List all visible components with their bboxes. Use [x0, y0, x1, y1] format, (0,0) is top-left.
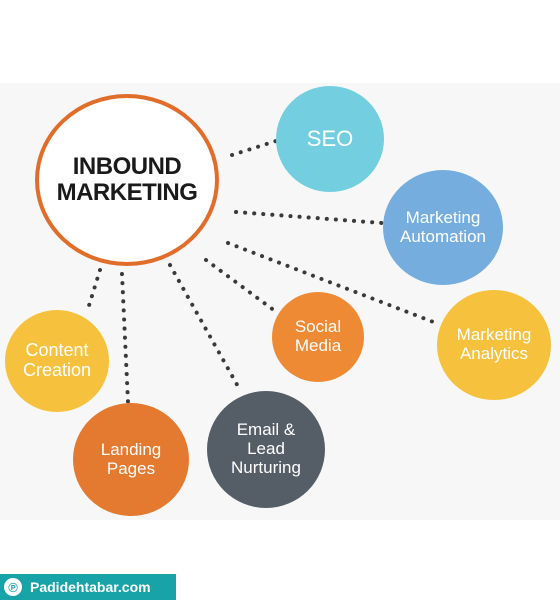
- p-logo-icon: ℗: [4, 578, 22, 596]
- node-landing-pages: Landing Pages: [73, 403, 189, 516]
- node-seo-label: SEO: [306, 125, 354, 151]
- node-landing-pages-label: Landing Pages: [100, 439, 162, 478]
- watermark-text: Padidehtabar.com: [30, 579, 151, 595]
- hub-inbound-marketing: INBOUND MARKETING: [35, 94, 219, 266]
- hub-label: INBOUND MARKETING: [56, 152, 198, 206]
- connector-content: [85, 268, 102, 314]
- node-email-lead-nurturing: Email & Lead Nurturing: [207, 391, 325, 508]
- connector-seo: [230, 139, 278, 157]
- connector-email: [168, 263, 242, 392]
- node-content-creation: Content Creation: [5, 310, 109, 412]
- node-marketing-automation-label: Marketing Automation: [400, 207, 486, 246]
- watermark-link[interactable]: ℗ Padidehtabar.com: [0, 574, 176, 600]
- node-seo: SEO: [276, 86, 384, 192]
- node-marketing-analytics-label: Marketing Analytics: [456, 325, 532, 363]
- connector-analytics: [226, 241, 438, 325]
- node-marketing-analytics: Marketing Analytics: [437, 290, 551, 400]
- node-social-media: Social Media: [272, 292, 364, 382]
- node-email-lead-nurturing-label: Email & Lead Nurturing: [231, 420, 301, 477]
- node-marketing-automation: Marketing Automation: [383, 170, 503, 285]
- connector-landing: [120, 272, 130, 404]
- connector-social: [204, 258, 277, 313]
- connector-automation: [234, 210, 384, 225]
- node-social-media-label: Social Media: [294, 317, 342, 355]
- node-content-creation-label: Content Creation: [22, 340, 92, 380]
